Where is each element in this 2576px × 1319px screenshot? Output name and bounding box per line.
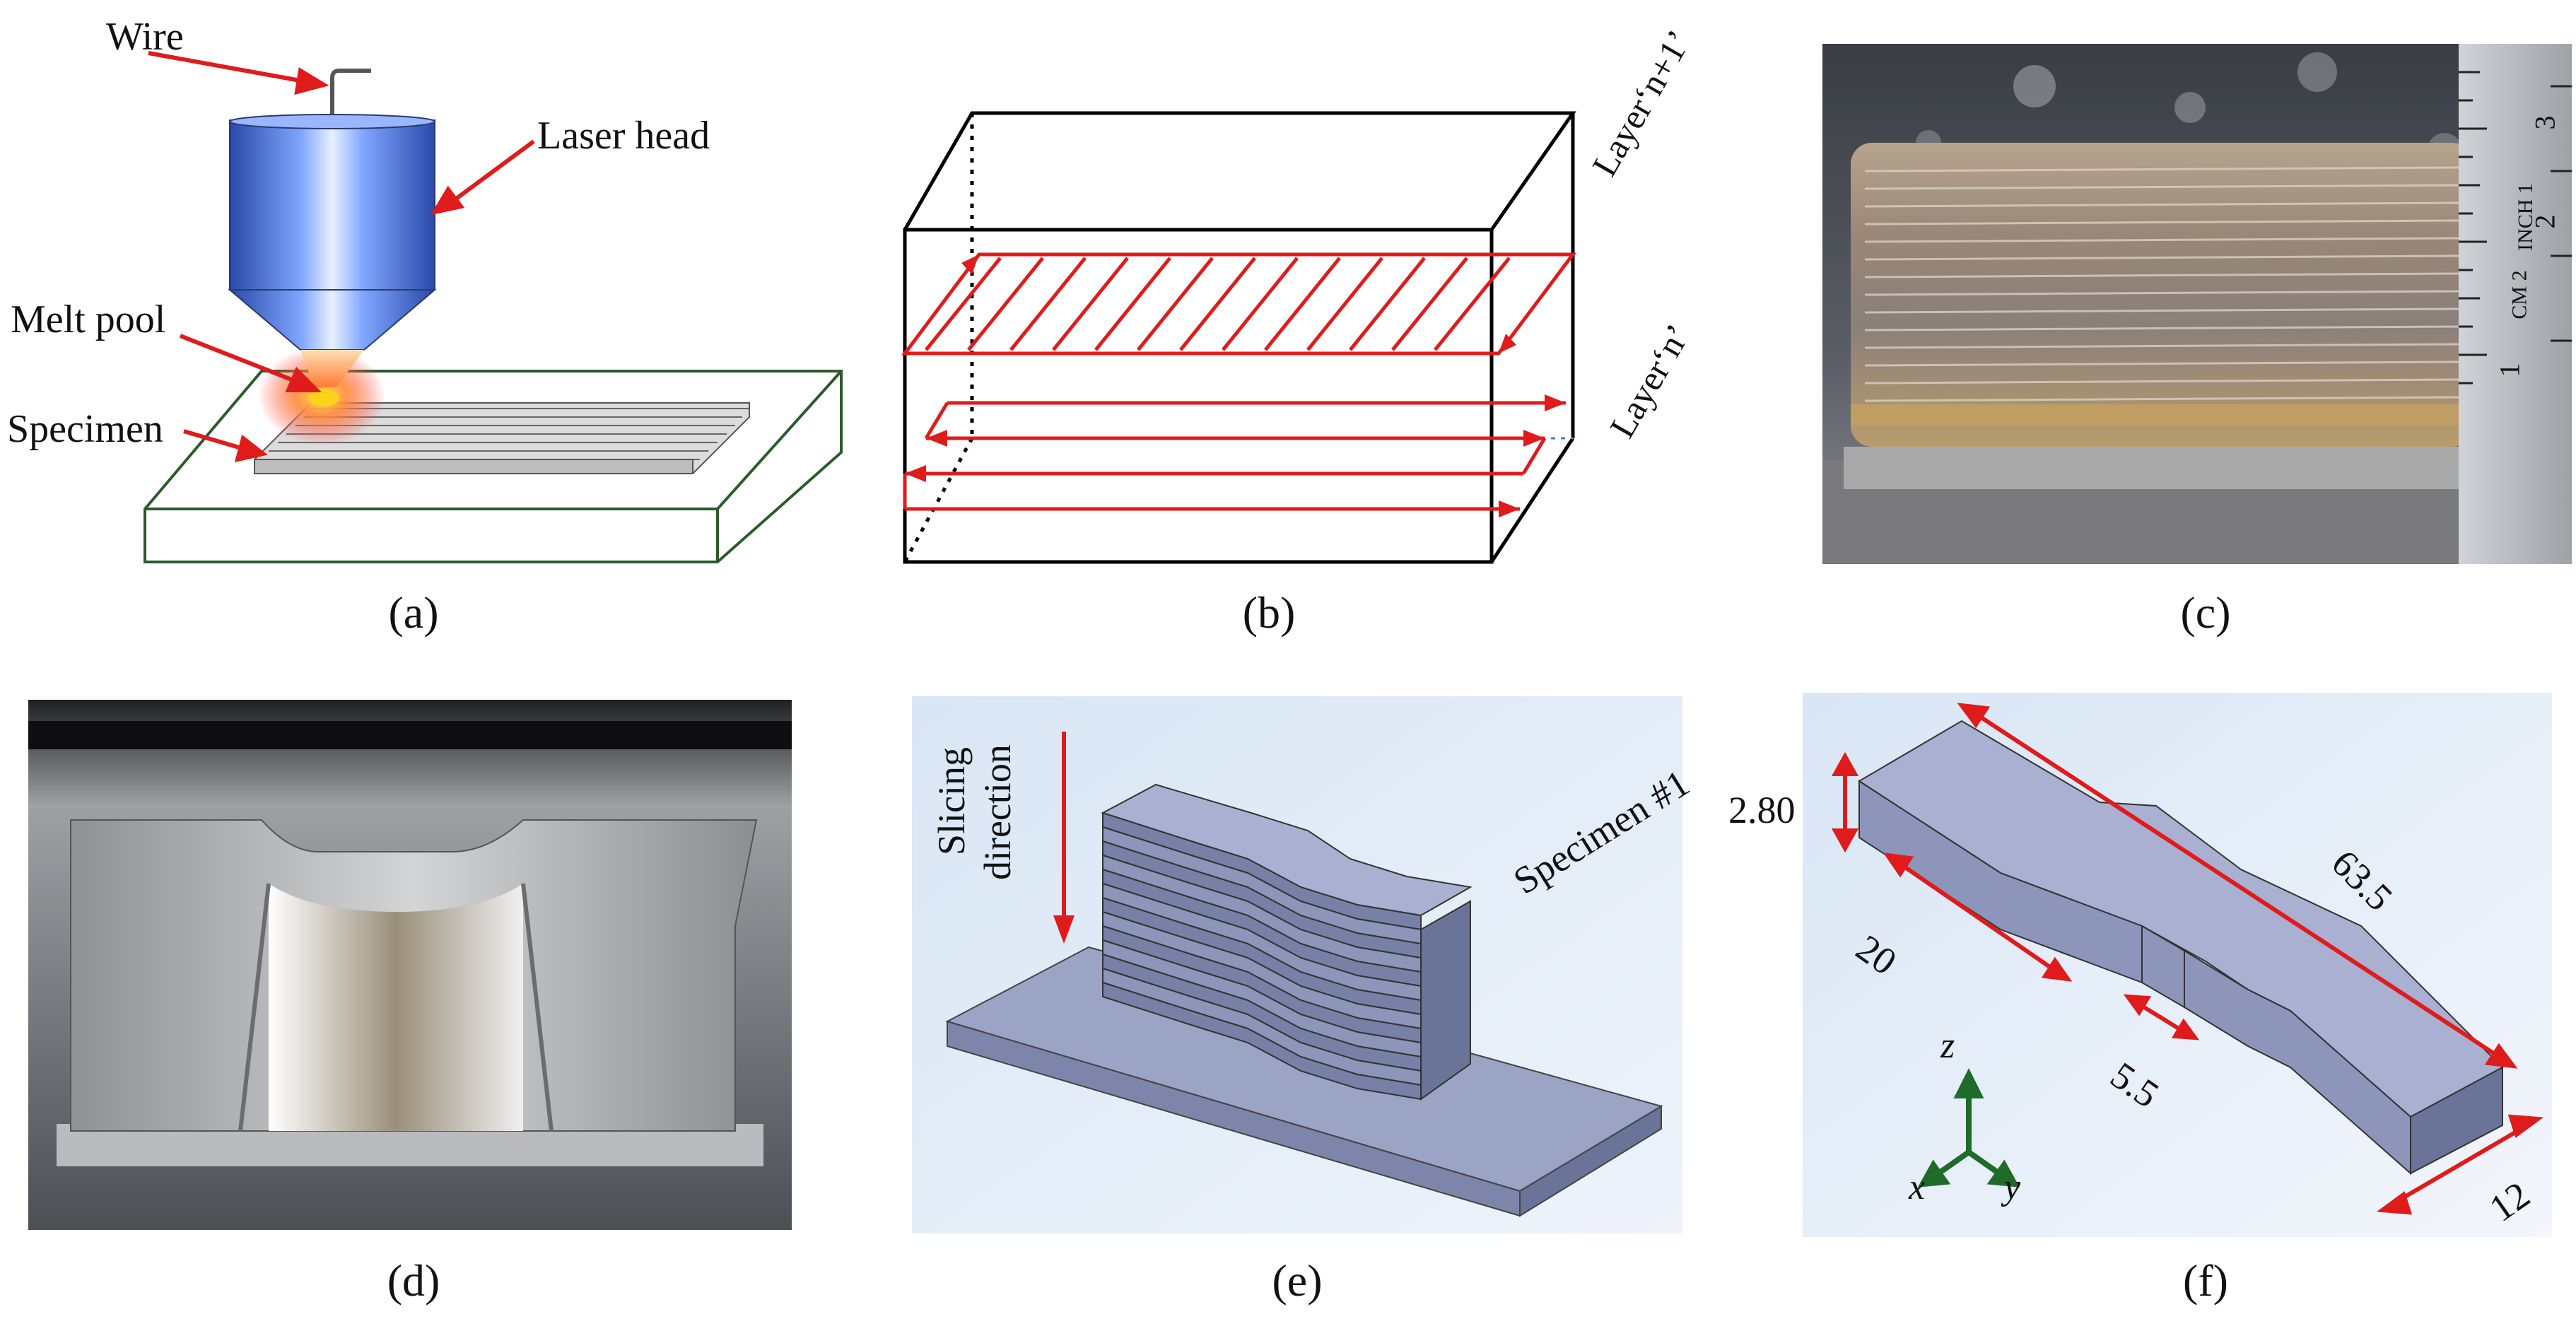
dimension-arrows <box>1831 703 2544 1215</box>
axis-z: z <box>1940 1026 1955 1066</box>
layer-n-path <box>903 401 1566 511</box>
ruler <box>2459 44 2572 564</box>
caption-b: (b) <box>1242 587 1296 638</box>
wire-icon <box>330 69 371 124</box>
slicing-direction-arrow <box>1053 732 1075 944</box>
dim-thickness: 2.80 <box>1728 789 1796 831</box>
label-direction: direction <box>976 744 1019 880</box>
build-volume-box <box>903 111 1576 564</box>
specimen-slices <box>1101 783 1473 1101</box>
ruler-num-2: 2 <box>2529 214 2561 229</box>
axis-triad <box>1917 1068 2020 1188</box>
panel-d-machined-part-photo <box>28 700 792 1230</box>
panel-a-laser-deposition-schematic <box>144 51 843 563</box>
panel-e-slicing-diagram <box>912 696 1682 1233</box>
caption-a: (a) <box>388 587 439 638</box>
label-wire: Wire <box>106 15 184 59</box>
label-laser-head: Laser head <box>537 114 710 158</box>
layer-n-plus-1-path <box>901 252 1576 356</box>
label-slicing: Slicing <box>930 746 973 855</box>
ruler-cm: CM 2 <box>2507 270 2531 320</box>
ruler-num-3: 3 <box>2529 115 2561 130</box>
layer-arrowheads <box>905 254 1566 517</box>
melt-pool <box>308 389 339 406</box>
tensile-specimen <box>1858 720 2504 1176</box>
caption-f: (f) <box>2183 1255 2228 1306</box>
axis-x: x <box>1909 1167 1926 1207</box>
panel-f-tensile-specimen-dimensions <box>1803 693 2552 1237</box>
annotation-arrows <box>148 51 535 463</box>
caption-d: (d) <box>387 1255 440 1306</box>
axis-y: y <box>2004 1167 2021 1207</box>
ruler-num-1: 1 <box>2493 363 2526 377</box>
caption-e: (e) <box>1272 1255 1323 1306</box>
label-melt-pool: Melt pool <box>11 298 166 341</box>
panel-c-deposited-block-photo <box>1822 44 2572 564</box>
label-specimen: Specimen <box>7 407 163 451</box>
caption-c: (c) <box>2180 587 2231 638</box>
deposited-specimen <box>254 402 750 474</box>
laser-head <box>228 114 437 387</box>
panel-b-scan-strategy <box>901 111 1576 564</box>
deposited-block <box>1851 143 2473 447</box>
